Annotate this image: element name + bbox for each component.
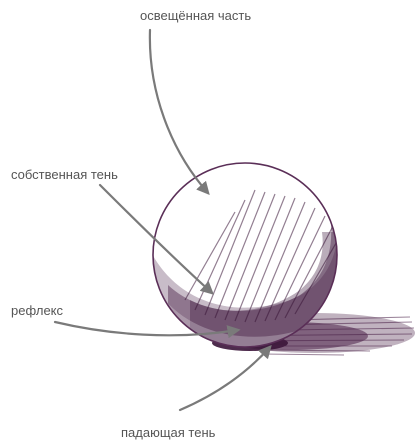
label-reflex: рефлекс xyxy=(11,304,63,317)
label-own-shadow: собственная тень xyxy=(11,168,118,181)
arrow-lit-part xyxy=(150,30,208,193)
arrow-cast-shadow xyxy=(180,347,270,410)
label-cast-shadow: падающая тень xyxy=(121,426,215,439)
label-lit-part: освещённая часть xyxy=(140,9,251,22)
